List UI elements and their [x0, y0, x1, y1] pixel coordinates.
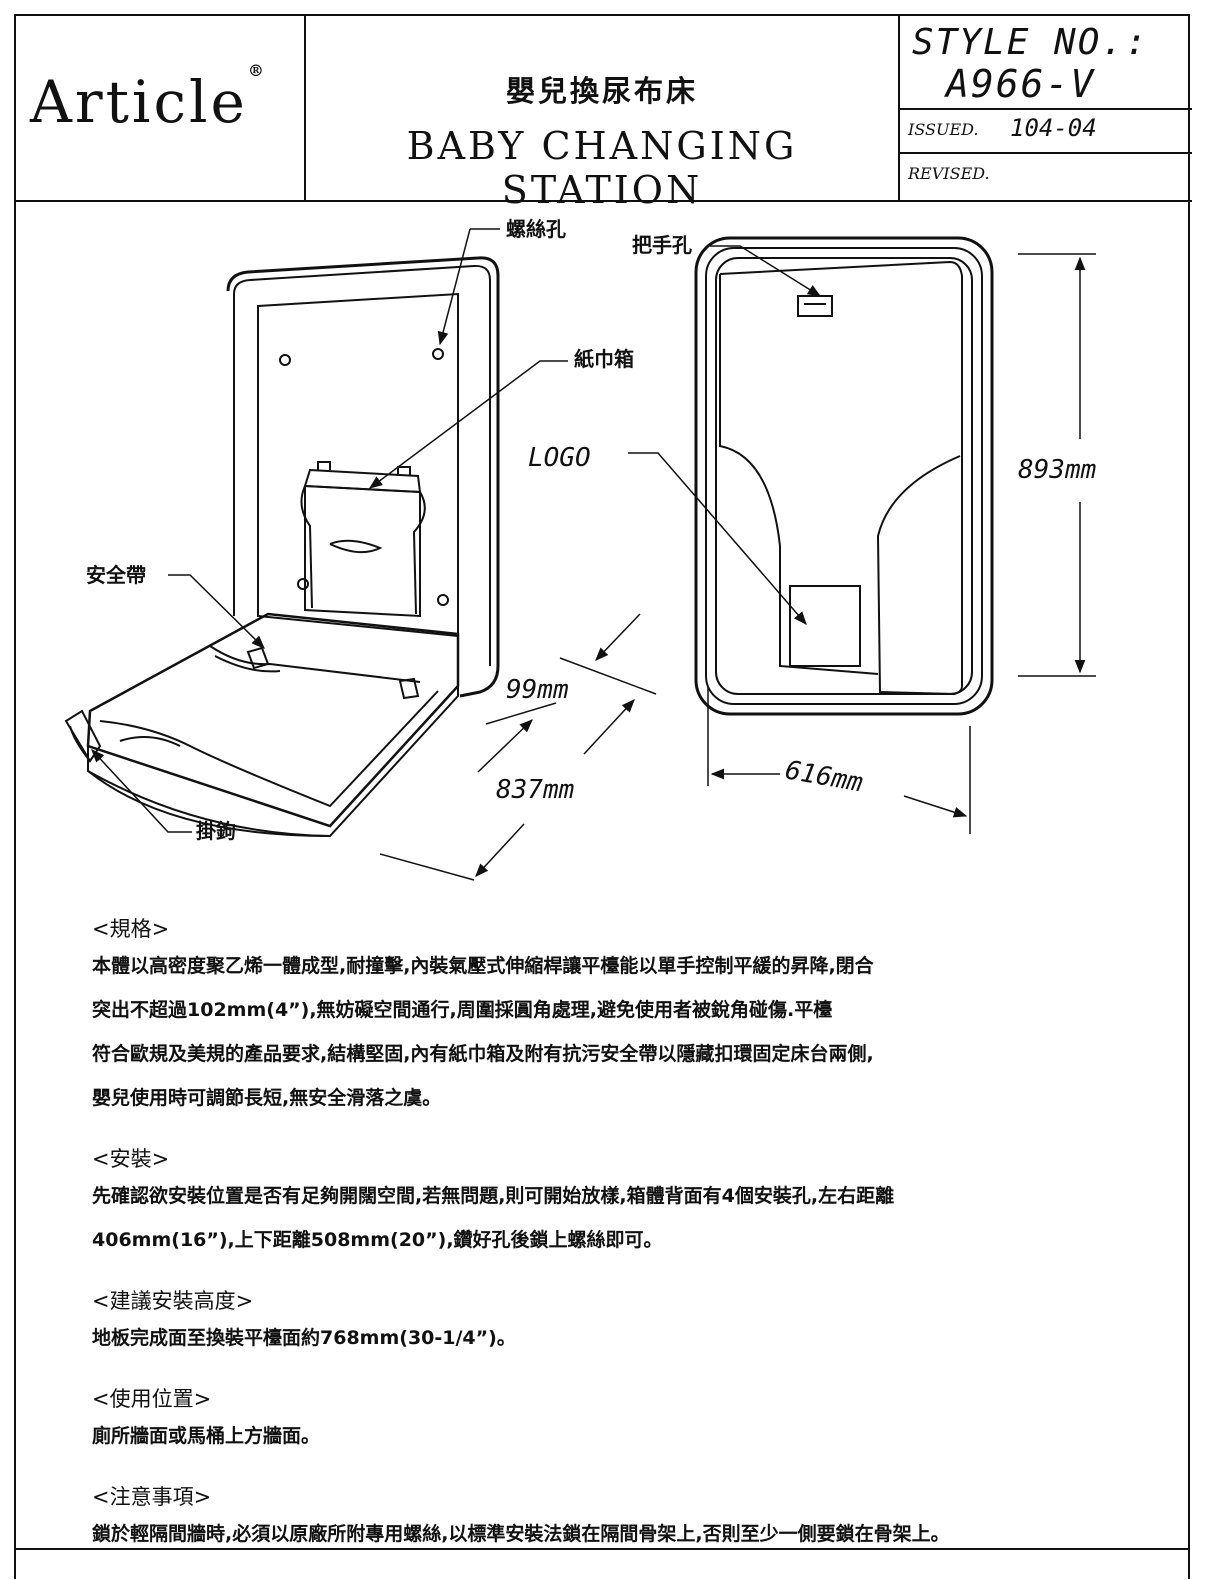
- title-block: Article® 嬰兒換尿布床 BABY CHANGING STATION ST…: [16, 16, 1192, 212]
- style-label: STYLE NO.:: [912, 22, 1149, 63]
- section-heading: <安裝>: [92, 1147, 170, 1171]
- dimension-width: 616mm: [783, 755, 865, 798]
- logo-plate-icon: [789, 585, 861, 667]
- label-safety-belt: 安全帶: [86, 563, 146, 587]
- product-title-en: BABY CHANGING STATION: [406, 124, 798, 212]
- logo-cell: Article®: [16, 16, 306, 200]
- section-line: 406mm(16”),上下距離508mm(20”),鑽好孔後鎖上螺絲即可。: [92, 1229, 663, 1251]
- section-line: 本體以高密度聚乙烯一體成型,耐撞擊,內裝氣壓式伸縮桿讓平檯能以單手控制平緩的昇降…: [92, 955, 874, 977]
- section-heading: <規格>: [92, 917, 170, 941]
- specifications: <規格> 本體以高密度聚乙烯一體成型,耐撞擊,內裝氣壓式伸縮桿讓平檯能以單手控制…: [92, 914, 1172, 1580]
- section-line: 先確認欲安裝位置是否有足夠開闊空間,若無問題,則可開始放樣,箱體背面有4個安裝孔…: [92, 1185, 895, 1207]
- tissue-box-icon: [304, 484, 421, 618]
- revised-label: REVISED.: [908, 164, 990, 183]
- issued-value: 104-04: [1010, 114, 1097, 142]
- section-line: 廁所牆面或馬桶上方牆面。: [92, 1425, 321, 1447]
- section-heading: <建議安裝高度>: [92, 1289, 254, 1313]
- registered-mark: ®: [247, 60, 267, 80]
- spec-section-spec: <規格> 本體以高密度聚乙烯一體成型,耐撞擊,內裝氣壓式伸縮桿讓平檯能以單手控制…: [92, 914, 1172, 1120]
- brand-logo: Article®: [30, 61, 267, 136]
- meta-cell: STYLE NO.: A966-V ISSUED. 104-04 REVISED…: [900, 16, 1192, 200]
- label-screw-hole: 螺絲孔: [506, 217, 566, 241]
- label-logo: LOGO: [528, 443, 591, 473]
- product-title-zh: 嬰兒換尿布床: [505, 74, 698, 108]
- section-heading: <使用位置>: [92, 1387, 212, 1411]
- dimension-depth-open: 837mm: [496, 775, 574, 805]
- brand-name: Article: [30, 68, 248, 136]
- unit-open-view: [64, 256, 500, 838]
- section-line: 突出不超過102mm(4”),無妨礙空間通行,周圍採圓角處理,避免使用者被銳角碰…: [92, 999, 833, 1021]
- title-cell: 嬰兒換尿布床 BABY CHANGING STATION: [306, 16, 900, 212]
- technical-drawing: 螺絲孔 把手孔 紙巾箱 LOGO 安全帶 掛鉤 893mm 616mm 99mm…: [64, 217, 1096, 881]
- section-line: 地板完成面至換裝平檯面約768mm(30-1/4”)。: [92, 1327, 516, 1349]
- hook-icon: [64, 709, 102, 763]
- spec-section-install: <安裝> 先確認欲安裝位置是否有足夠開闊空間,若無問題,則可開始放樣,箱體背面有…: [92, 1144, 1172, 1262]
- screw-hole-icon: [437, 594, 449, 606]
- dimension-height: 893mm: [1018, 455, 1096, 485]
- label-tissue-box: 紙巾箱: [574, 347, 634, 371]
- screw-hole-icon: [432, 348, 444, 360]
- label-handle-hole: 把手孔: [632, 233, 692, 257]
- style-number: A966-V: [946, 62, 1096, 106]
- footer-divider: [14, 1548, 1190, 1550]
- section-line: 嬰兒使用時可調節長短,無安全滑落之虞。: [92, 1087, 442, 1109]
- issued-label: ISSUED.: [908, 120, 979, 139]
- section-heading: <注意事項>: [92, 1485, 212, 1509]
- label-hook: 掛鉤: [196, 819, 236, 843]
- spec-section-height: <建議安裝高度> 地板完成面至換裝平檯面約768mm(30-1/4”)。: [92, 1286, 1172, 1360]
- handle-hole-icon: [797, 295, 833, 317]
- drawing-sheet: Article® 嬰兒換尿布床 BABY CHANGING STATION ST…: [14, 14, 1192, 1579]
- screw-hole-icon: [279, 354, 291, 366]
- style-box: STYLE NO.: A966-V: [900, 16, 1192, 110]
- section-line: 符合歐規及美規的產品要求,結構堅固,內有紙巾箱及附有抗污安全帶以隱藏扣環固定床台…: [92, 1043, 874, 1065]
- spec-section-notes: <注意事項> 鎖於輕隔間牆時,必須以原廠所附專用螺絲,以標準安裝法鎖在隔間骨架上…: [92, 1482, 1172, 1556]
- dimension-lines: [379, 253, 1096, 881]
- section-line: 鎖於輕隔間牆時,必須以原廠所附專用螺絲,以標準安裝法鎖在隔間骨架上,否則至少一側…: [92, 1523, 950, 1545]
- spec-section-location: <使用位置> 廁所牆面或馬桶上方牆面。: [92, 1384, 1172, 1458]
- buckle-icon: [246, 646, 270, 670]
- issued-box: ISSUED. 104-04: [900, 110, 1192, 154]
- screw-hole-icon: [297, 578, 309, 590]
- unit-front-view: [694, 236, 994, 716]
- leader-lines: [91, 228, 822, 833]
- dimension-depth-closed: 99mm: [506, 675, 569, 705]
